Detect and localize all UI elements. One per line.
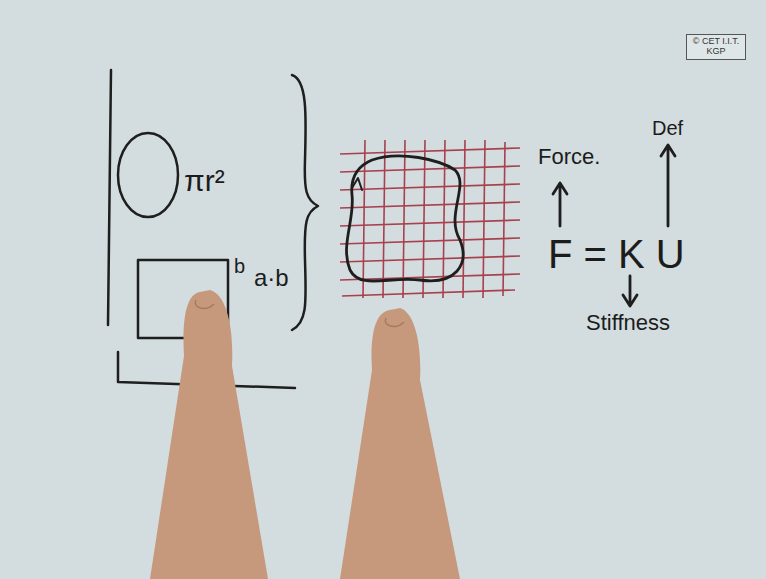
quantity-label: Def (652, 118, 683, 138)
equation: F = K U (548, 234, 685, 274)
circle-sketch (118, 133, 178, 217)
force-arrow (553, 183, 567, 226)
dimension-label: b (234, 256, 245, 276)
area-formula: a·b (254, 266, 289, 290)
mesh-grid (340, 140, 520, 298)
right-brace (292, 75, 318, 330)
watermark-box: © CET I.I.T. KGP (686, 34, 746, 60)
arbitrary-shape (347, 156, 464, 281)
stiffness-arrow (623, 276, 637, 306)
hands (150, 290, 460, 579)
area-formula: πr² (184, 166, 225, 196)
watermark-text: © CET I.I.T. KGP (690, 37, 742, 57)
shape-tick (352, 178, 362, 190)
quantity-label: Stiffness (586, 312, 670, 334)
left-bracket (108, 70, 111, 325)
def-arrow (661, 145, 675, 226)
quantity-label: Force. (538, 146, 600, 168)
